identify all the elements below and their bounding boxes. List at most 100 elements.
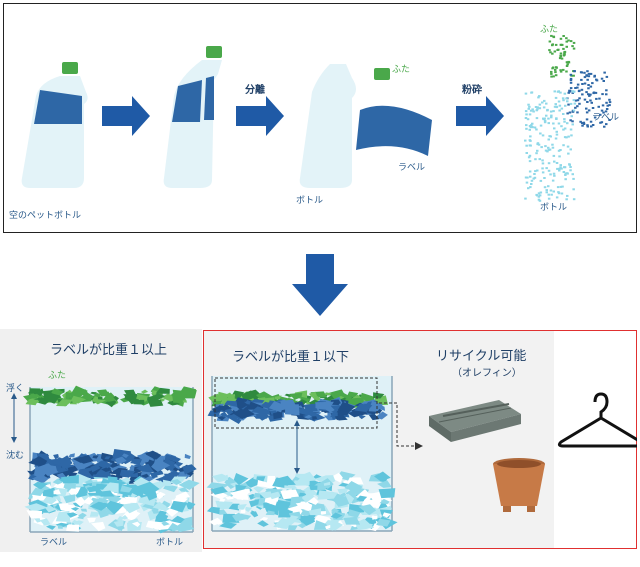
crushed-cap-particle bbox=[554, 74, 558, 77]
crushed-label-particle bbox=[589, 85, 593, 88]
crushed-label-particle bbox=[605, 101, 608, 104]
bottle-label: ボトル bbox=[296, 196, 324, 206]
cap-flake bbox=[38, 397, 51, 405]
cap-flake bbox=[97, 389, 110, 397]
crushed-bottle-particle bbox=[531, 108, 534, 111]
crushed-label-particle bbox=[567, 103, 570, 106]
crushed-label-particle bbox=[585, 111, 589, 114]
cap-flake bbox=[70, 395, 87, 404]
crushed-label-particle bbox=[587, 109, 591, 112]
crushed-cap-particle bbox=[550, 72, 553, 75]
cap-flake bbox=[133, 399, 145, 405]
crushed-label-particle bbox=[583, 82, 587, 85]
crushed-label-particle bbox=[590, 125, 593, 128]
label-flake bbox=[119, 469, 136, 478]
crushed-label-particle bbox=[608, 98, 611, 101]
bottle-flake bbox=[219, 474, 228, 481]
crushed-label-particle bbox=[591, 82, 594, 85]
bottle-flake bbox=[371, 515, 378, 520]
crushed-bottle-particle bbox=[547, 122, 550, 125]
crushed-bottle-particle bbox=[551, 179, 555, 182]
crushed-label-particle bbox=[602, 80, 605, 82]
crushed-bottle-particle bbox=[573, 102, 577, 105]
left-bottle-label: ボトル bbox=[156, 538, 184, 548]
bottle-flake bbox=[131, 521, 141, 527]
crushed-label-particle bbox=[586, 101, 589, 103]
crushed-bottle-particle bbox=[563, 120, 566, 123]
crushed-label-particle bbox=[589, 93, 592, 96]
bottle-flake bbox=[379, 498, 390, 505]
crushed-cap-particle bbox=[552, 35, 555, 38]
crushed-label-particle bbox=[580, 71, 583, 74]
crushed-label-particle bbox=[599, 121, 602, 124]
crushed-label-particle bbox=[601, 93, 604, 96]
bottle-flake bbox=[63, 483, 76, 489]
label-flake bbox=[80, 454, 94, 464]
bottle-flake bbox=[265, 488, 276, 494]
bottle-flake bbox=[37, 482, 44, 488]
label-flake bbox=[137, 453, 146, 459]
crushed-label-particle bbox=[576, 83, 580, 86]
crushed-label-particle bbox=[583, 76, 587, 79]
bottle-flake bbox=[233, 473, 249, 486]
sink-label: 沈む bbox=[6, 451, 25, 461]
split-bottle-image bbox=[163, 46, 222, 188]
bottle-flake bbox=[308, 508, 322, 516]
crushed-label-particle bbox=[587, 87, 590, 90]
bottle-flake bbox=[300, 515, 312, 525]
crushed-bottle-particle bbox=[557, 90, 560, 93]
crushed-label-particle bbox=[582, 123, 586, 125]
bottle-flake bbox=[70, 507, 80, 512]
bottle-flake bbox=[55, 522, 70, 528]
crushed-bottle-particle bbox=[552, 110, 555, 113]
cap-flake bbox=[124, 394, 133, 402]
left-label-label: ラベル bbox=[40, 538, 68, 548]
crushed-bottle-particle bbox=[572, 188, 575, 191]
crushed-bottle-particle bbox=[547, 138, 550, 141]
crushed-label-particle bbox=[593, 116, 597, 119]
crushed-bottle-particle bbox=[555, 162, 559, 164]
bottle-flake bbox=[275, 501, 288, 510]
bottle-flake bbox=[343, 516, 361, 525]
crushed-label-particle bbox=[605, 93, 608, 96]
crushed-bottle-particle bbox=[563, 166, 567, 169]
label-flake bbox=[101, 467, 110, 472]
crushed-cap-particle bbox=[554, 68, 557, 71]
crushed-bottle-particle bbox=[540, 146, 543, 149]
crushed-cap-particle bbox=[572, 41, 576, 44]
bottle-flake bbox=[161, 521, 170, 526]
crushed-bottle-particle bbox=[561, 97, 565, 100]
crushed-bottle-particle bbox=[528, 113, 532, 116]
crushed-bottle-particle bbox=[560, 125, 563, 128]
crushed-bottle-particle bbox=[544, 145, 547, 148]
crushed-bottle-particle bbox=[562, 171, 566, 173]
crushed-bottle-particle bbox=[553, 90, 556, 93]
bottle-flake bbox=[293, 473, 310, 486]
crushed-cap-particle bbox=[556, 49, 559, 51]
crushed-bottle-particle bbox=[567, 135, 570, 138]
bottle-flake bbox=[42, 489, 54, 498]
crushed-cap-particle bbox=[551, 52, 554, 55]
crushed-bottle-particle bbox=[537, 143, 541, 146]
bottle-flake bbox=[52, 478, 63, 485]
crushed-bottle-particle bbox=[530, 183, 533, 185]
crushed-bottle-particle bbox=[526, 176, 529, 179]
crushed-bottle-particle bbox=[531, 122, 534, 125]
label-flake bbox=[254, 411, 270, 421]
bottle-flake bbox=[317, 490, 338, 500]
label-flake bbox=[122, 453, 129, 459]
crushed-bottle-particle bbox=[549, 173, 552, 176]
label-flake bbox=[164, 454, 172, 460]
lighter-tank bbox=[206, 376, 637, 532]
bottle-flake bbox=[356, 495, 368, 502]
crushed-bottle-particle bbox=[557, 122, 561, 125]
crushed-bottle-particle bbox=[525, 127, 528, 130]
process-graphics bbox=[21, 34, 612, 202]
cap-flake bbox=[289, 392, 303, 400]
olefin-subtitle: （オレフィン） bbox=[452, 368, 522, 379]
heavier-label-title: ラベルが比重１以上 bbox=[50, 343, 168, 358]
bottle-flake bbox=[89, 495, 98, 500]
bottle-flake bbox=[259, 517, 269, 521]
crushed-label-particle bbox=[605, 123, 608, 126]
bottle-flake bbox=[53, 482, 67, 491]
